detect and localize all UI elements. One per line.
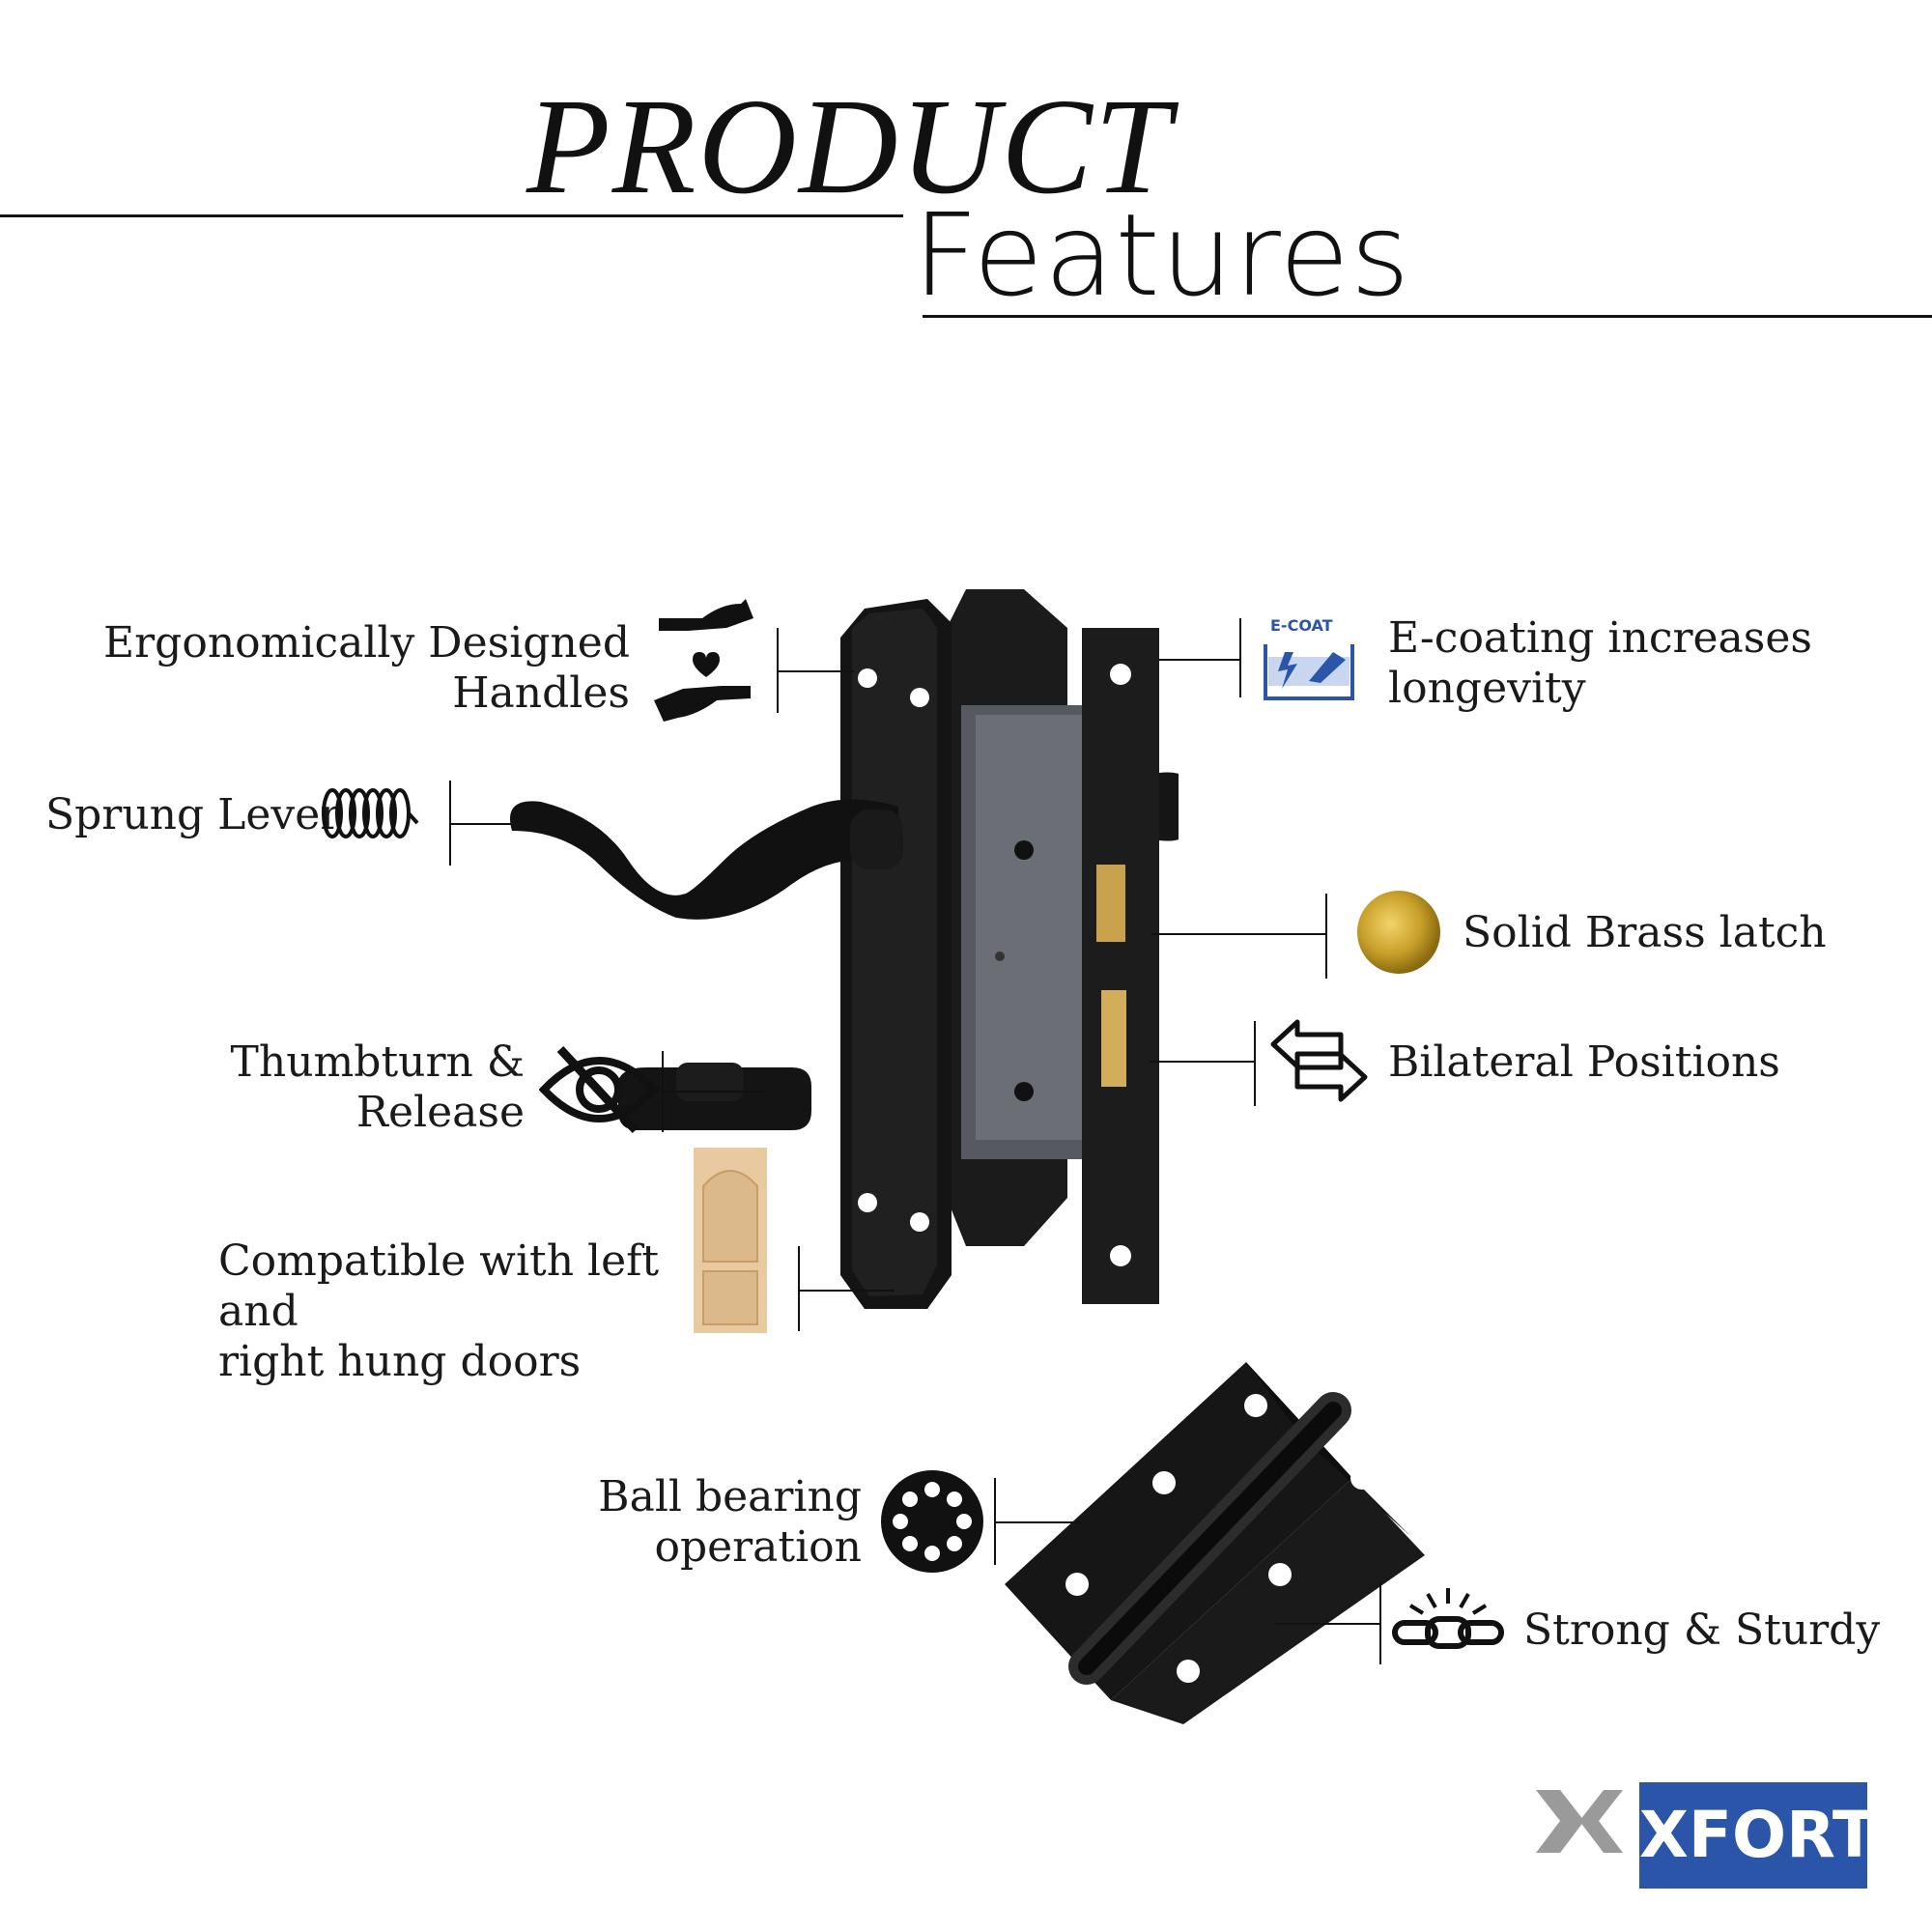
connector-hline — [1151, 933, 1325, 935]
connector-hline — [1150, 1061, 1256, 1063]
feature-label-line2: Handles — [452, 668, 630, 718]
title-product: PRODUCT — [526, 70, 1173, 222]
feature-compatible-doors: Compatible with left and right hung door… — [218, 1236, 701, 1387]
e-coat-icon: E-COAT — [1264, 616, 1354, 700]
connector-vline — [1325, 894, 1327, 979]
feature-label-line1: Ball bearing — [598, 1472, 862, 1521]
ball-bearing-icon — [881, 1470, 983, 1573]
feature-sprung-lever: Sprung Lever — [45, 790, 341, 839]
feature-label-line2: operation — [654, 1522, 862, 1572]
wooden-door-icon — [694, 1148, 767, 1333]
connector-vline — [1254, 1021, 1256, 1106]
connector-hline — [1275, 1623, 1381, 1625]
feature-thumbturn-release: Thumbturn & Release — [145, 1037, 525, 1138]
connector-hline — [798, 1290, 895, 1292]
e-coat-icon-text: E-COAT — [1270, 616, 1333, 635]
feature-label-line2: longevity — [1388, 664, 1586, 713]
connector-vline — [798, 1246, 800, 1331]
feature-label-line1: Thumbturn & — [230, 1037, 525, 1087]
feature-label-line1: E-coating increases — [1388, 613, 1812, 663]
feature-e-coating: E-coating increases longevity — [1388, 613, 1890, 714]
xfort-x-mark-icon — [1536, 1790, 1623, 1853]
brass-disc-icon — [1357, 891, 1440, 974]
feature-ergonomic-handles: Ergonomically Designed Handles — [97, 618, 630, 719]
hinge-image — [1005, 1362, 1425, 1724]
connector-hline — [777, 670, 854, 672]
title-features: Features — [913, 188, 1411, 322]
header-rule-left — [0, 214, 903, 217]
connector-hline — [449, 823, 512, 825]
connector-vline — [1239, 618, 1241, 697]
connector-hline — [662, 1091, 768, 1093]
connector-hline — [994, 1521, 1081, 1523]
connector-vline — [1379, 1582, 1381, 1664]
mortice-lock-image — [510, 589, 1179, 1309]
eye-off-icon — [539, 1045, 660, 1134]
feature-bilateral-positions: Bilateral Positions — [1388, 1037, 1780, 1087]
brand-logo: XFORT — [1639, 1782, 1876, 1889]
header-rule-right — [923, 315, 1932, 318]
feature-label-line2: Release — [355, 1088, 525, 1137]
feature-label-line1: Compatible with left and — [218, 1236, 660, 1336]
feature-solid-brass-latch: Solid Brass latch — [1463, 908, 1827, 957]
chain-icon — [1392, 1588, 1504, 1649]
feature-strong-sturdy: Strong & Sturdy — [1523, 1605, 1881, 1655]
swap-arrows-icon — [1270, 1019, 1368, 1102]
feature-label-line2: right hung doors — [218, 1337, 582, 1386]
connector-hline — [1159, 659, 1241, 661]
feature-ball-bearing: Ball bearing operation — [541, 1472, 862, 1573]
feature-label-line1: Ergonomically Designed — [103, 618, 630, 668]
spring-icon — [322, 788, 419, 838]
hands-heart-icon — [654, 599, 753, 722]
